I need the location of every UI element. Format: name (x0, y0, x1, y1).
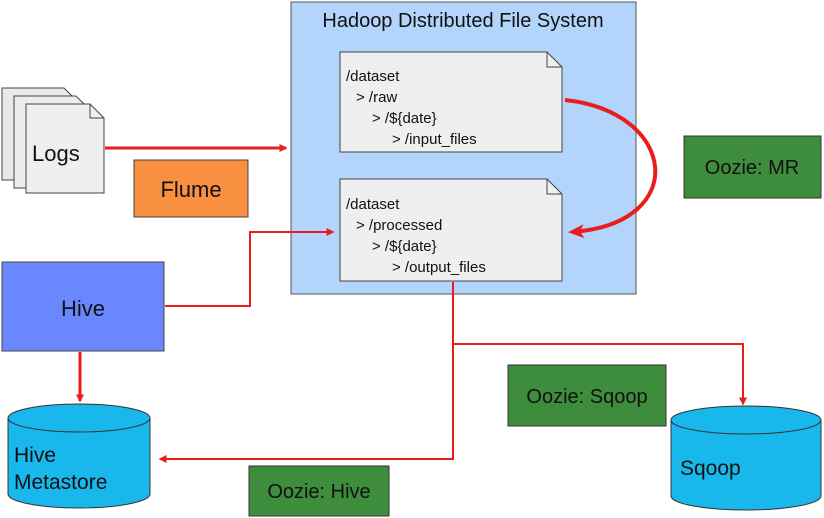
hive-label: Hive (61, 296, 105, 321)
hive-box: Hive (1, 261, 165, 352)
raw-dataset-doc: /dataset > /raw > /${date} > /input_file… (339, 51, 563, 153)
oozie-sqoop-box: Oozie: Sqoop (507, 364, 667, 427)
hive-to-processed-arrow (165, 228, 335, 307)
oozie-hive-label: Oozie: Hive (267, 481, 370, 503)
raw-line-3: > /${date} (372, 110, 437, 127)
oozie-sqoop-label: Oozie: Sqoop (526, 386, 647, 408)
metastore-label-line2: Metastore (14, 471, 107, 494)
raw-to-processed-curve (564, 98, 658, 239)
processed-to-sqoop-arrow (453, 343, 747, 406)
hdfs-title: Hadoop Distributed File System (322, 10, 603, 32)
sqoop-label: Sqoop (680, 457, 741, 480)
flume-box: Flume (133, 159, 249, 218)
logs-documents: Logs (1, 87, 105, 194)
metastore-label-line1: Hive (14, 444, 56, 467)
flume-label: Flume (160, 177, 221, 202)
oozie-hive-box: Oozie: Hive (248, 465, 390, 517)
processed-to-metastore-arrow (158, 282, 454, 463)
raw-line-2: > /raw (356, 89, 397, 106)
sqoop-cylinder: Sqoop (670, 405, 822, 511)
logs-label: Logs (32, 141, 80, 166)
oozie-mr-box: Oozie: MR (683, 135, 822, 199)
raw-line-4: > /input_files (392, 131, 477, 148)
processed-line-2: > /processed (356, 217, 442, 234)
processed-dataset-doc: /dataset > /processed > /${date} > /outp… (339, 178, 563, 282)
connectors (76, 98, 747, 463)
raw-line-1: /dataset (346, 68, 400, 85)
hive-metastore-cylinder: Hive Metastore (7, 403, 151, 509)
oozie-mr-label: Oozie: MR (705, 157, 799, 179)
processed-line-1: /dataset (346, 196, 400, 213)
processed-line-3: > /${date} (372, 238, 437, 255)
processed-line-4: > /output_files (392, 259, 486, 276)
